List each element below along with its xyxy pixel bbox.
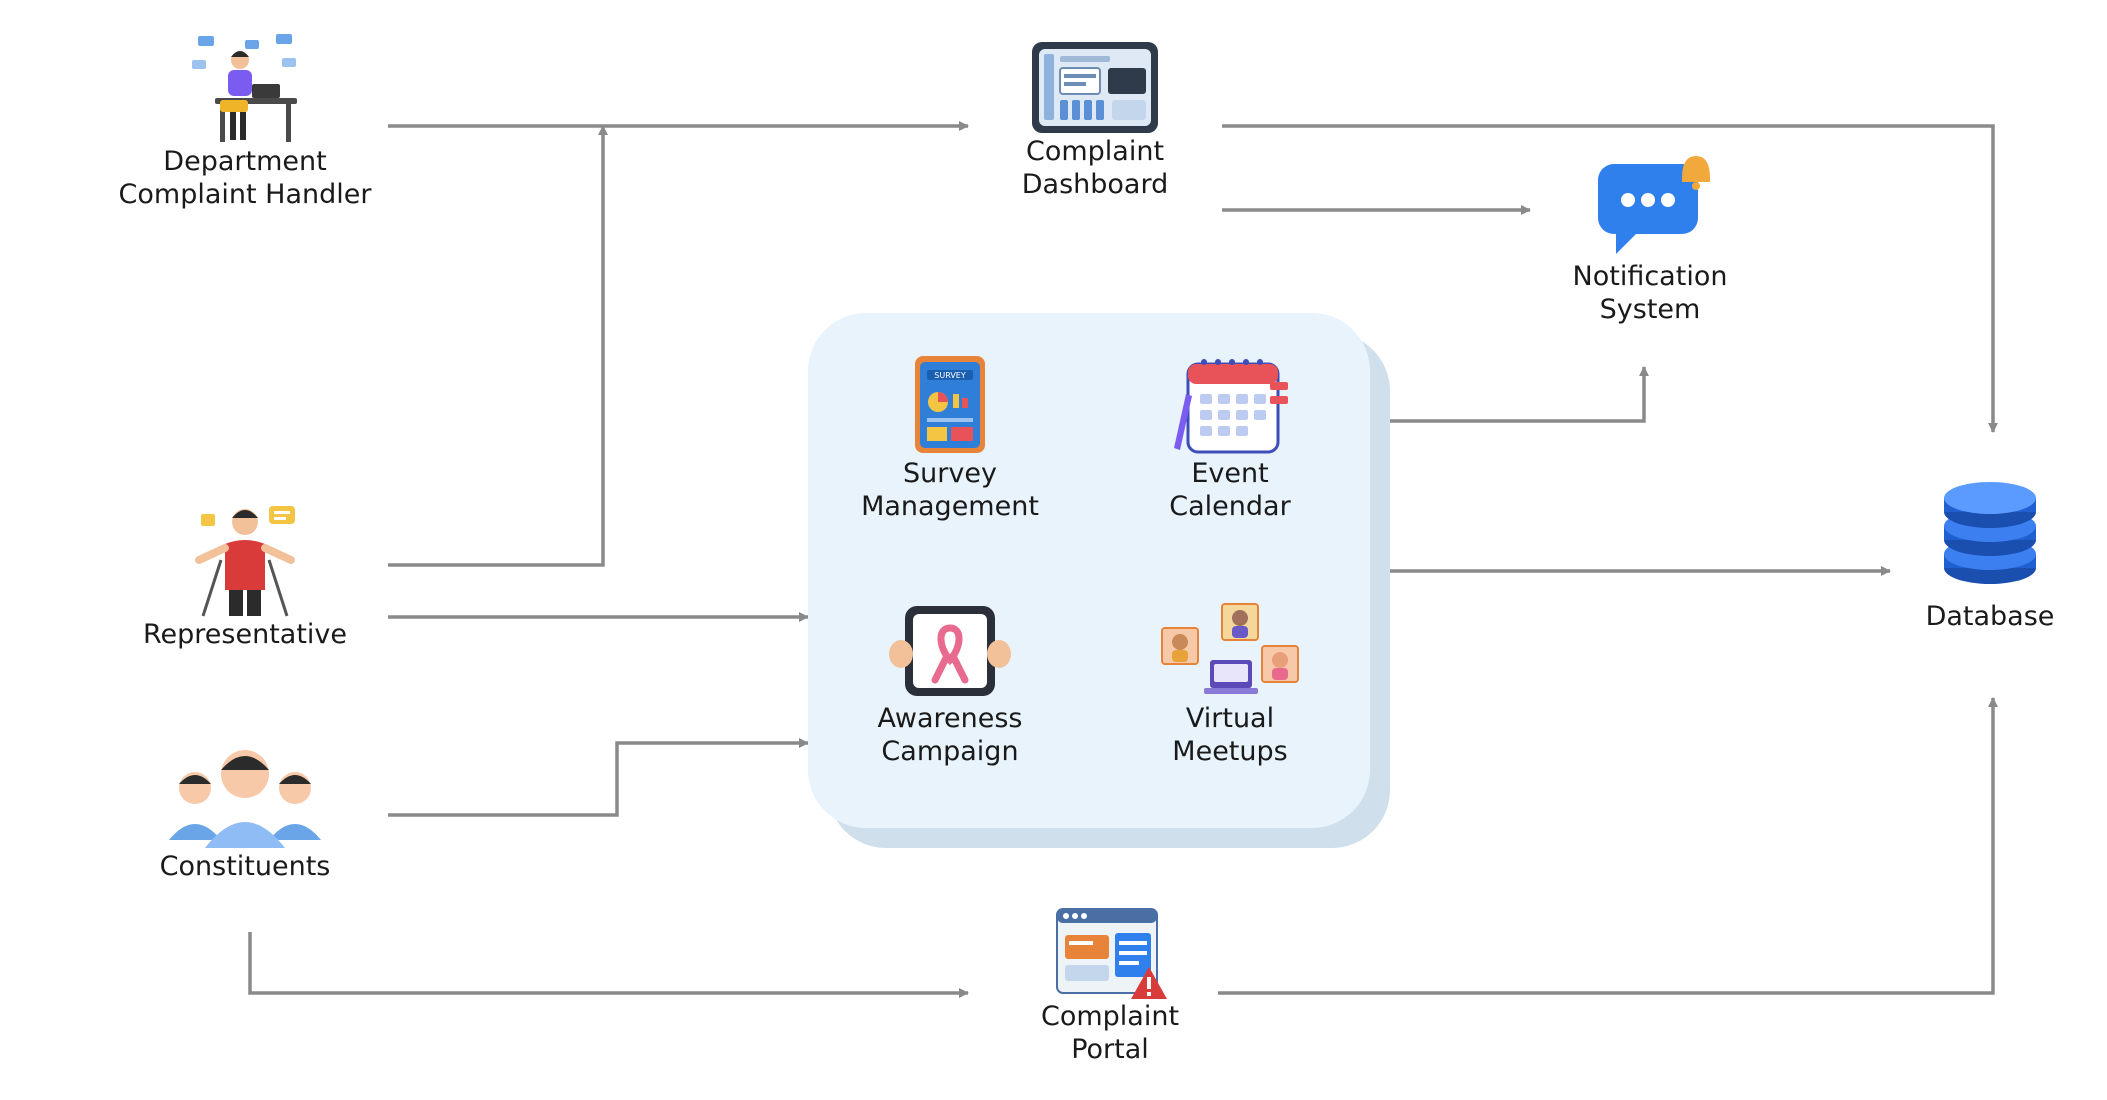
node-label: Database [1925, 601, 2055, 632]
edge-constituents-to-group [388, 738, 809, 817]
event-calendar-node: Event Calendar [1110, 352, 1350, 523]
node-label: Notification System [1572, 261, 1728, 325]
desk-worker-icon [192, 34, 297, 142]
node-label: Event Calendar [1169, 458, 1291, 522]
edge-constituents-to-portal [248, 932, 969, 998]
database-icon [1944, 482, 2036, 584]
node-label: Survey Management [861, 458, 1039, 522]
virtual-meetups-node: Virtual Meetups [1110, 602, 1350, 768]
svg-text:SURVEY: SURVEY [934, 371, 966, 380]
survey-clipboard-icon: SURVEY [915, 356, 985, 453]
survey-management-node: SURVEY Survey Management [830, 352, 1070, 523]
notification-system-node: Notification System [1530, 150, 1770, 326]
edge-representative-to-dashboard [388, 125, 608, 567]
video-meeting-icon [1161, 603, 1299, 694]
complaint-portal-node: Complaint Portal [1010, 905, 1210, 1066]
calendar-icon [1174, 359, 1288, 454]
node-label: Complaint Portal [1040, 1001, 1180, 1065]
dashboard-icon [1032, 42, 1158, 133]
edge-dashboard-to-database [1222, 124, 1998, 433]
ribbon-tablet-icon [889, 606, 1011, 696]
edge-portal-to-database [1218, 697, 1998, 995]
node-label: Virtual Meetups [1172, 703, 1288, 767]
node-label: Constituents [159, 851, 331, 882]
web-portal-alert-icon [1055, 908, 1167, 999]
node-label: Department Complaint Handler [118, 146, 372, 210]
database-node: Database [1880, 480, 2100, 633]
node-label: Awareness Campaign [877, 703, 1023, 767]
node-label: Complaint Dashboard [1021, 136, 1169, 200]
edge-event-to-notification [1322, 366, 1649, 423]
representative-node: Representative [120, 500, 370, 651]
chat-bell-icon [1598, 156, 1710, 254]
node-label: Representative [142, 619, 348, 650]
people-group-icon [169, 750, 321, 848]
complaint-dashboard-node: Complaint Dashboard [980, 40, 1210, 201]
speaker-icon [195, 506, 295, 617]
department-complaint-handler-node: Department Complaint Handler [100, 30, 390, 211]
constituents-node: Constituents [130, 740, 360, 883]
awareness-campaign-node: Awareness Campaign [830, 602, 1070, 768]
